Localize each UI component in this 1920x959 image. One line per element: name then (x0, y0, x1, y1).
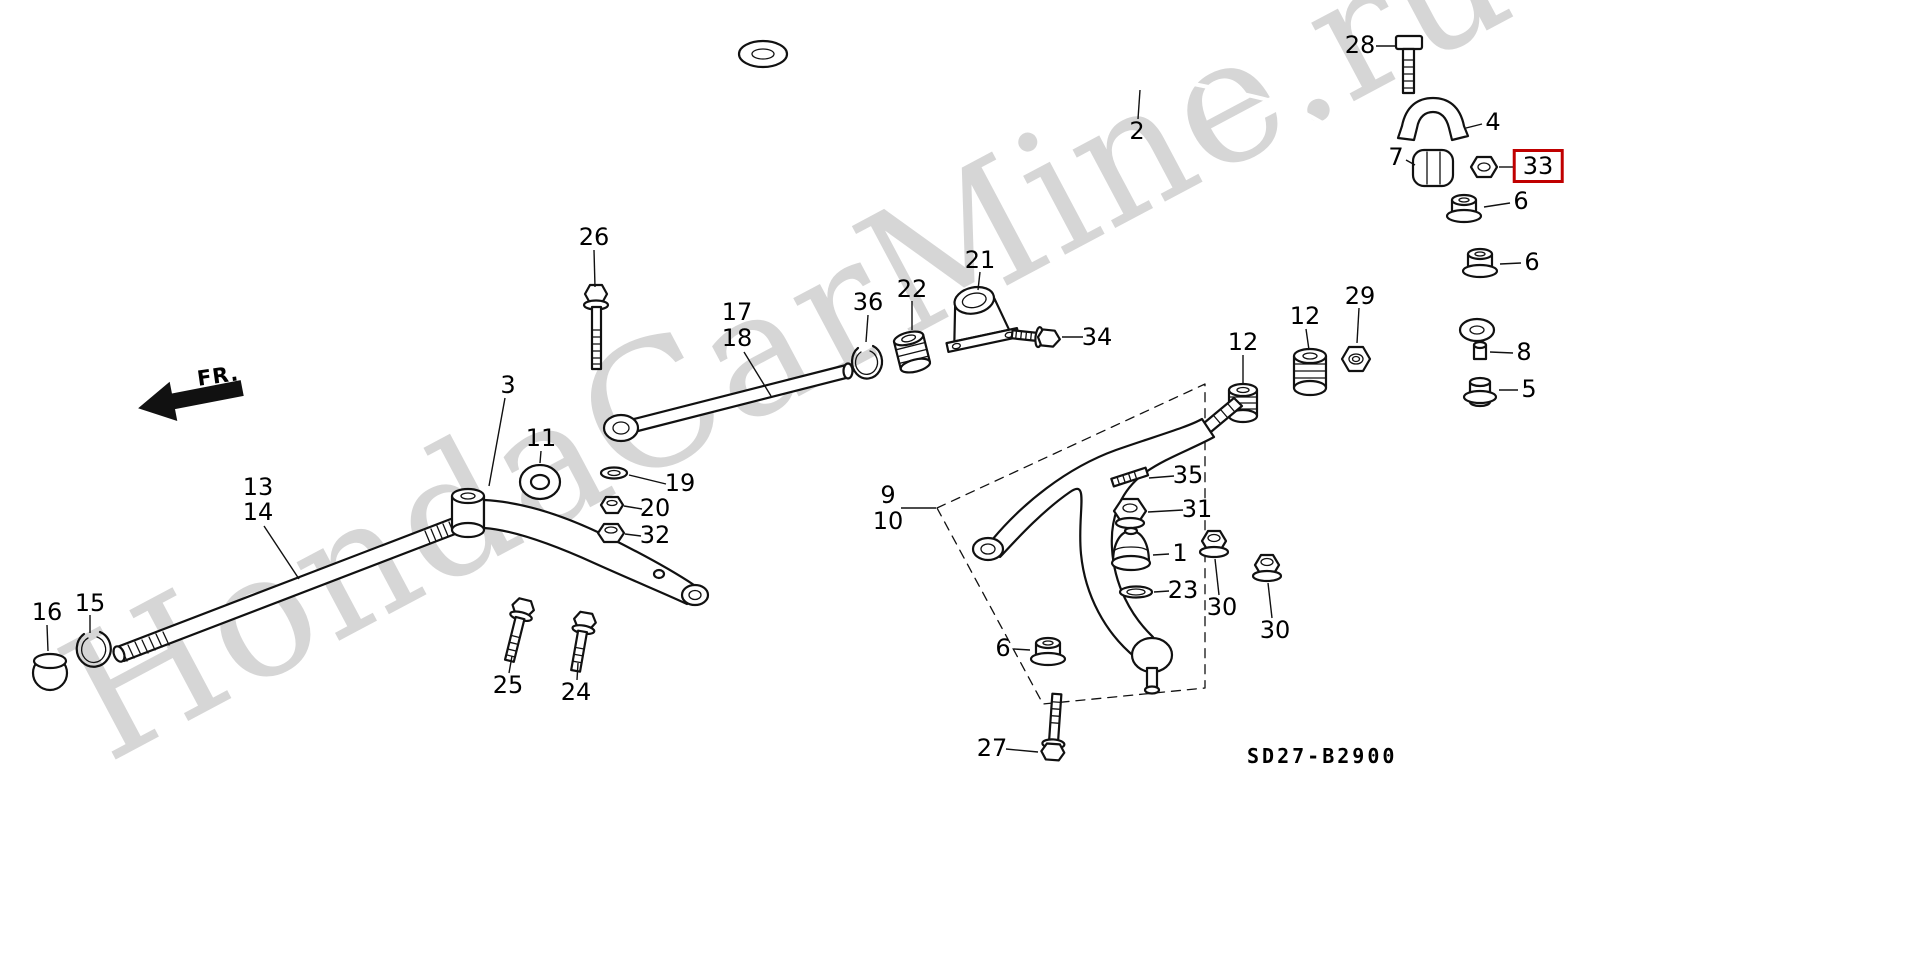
part-label-26[interactable]: 26 (578, 223, 610, 251)
part-label-36[interactable]: 36 (852, 288, 884, 316)
bushing-12-right-drawing (1292, 347, 1328, 397)
part-label-6[interactable]: 6 (1524, 248, 1540, 276)
snap-ring-15-drawing (75, 630, 112, 668)
part-label-22[interactable]: 22 (896, 275, 928, 303)
part-label-16[interactable]: 16 (31, 598, 63, 626)
part-label-28[interactable]: 28 (1344, 31, 1376, 59)
part-label-8[interactable]: 8 (1516, 338, 1532, 366)
bolt-34-drawing (1010, 326, 1061, 349)
part-label-24[interactable]: 24 (560, 678, 592, 706)
nut-31-drawing (1112, 497, 1148, 530)
bushing-5-drawing (1462, 376, 1498, 408)
ball-joint-boot-1-drawing (1110, 526, 1152, 572)
nut-20-drawing (599, 495, 625, 515)
part-label-11[interactable]: 11 (525, 424, 557, 452)
part-label-19[interactable]: 19 (664, 469, 696, 497)
bushing-6-upper-drawing (1445, 193, 1483, 224)
part-label-4[interactable]: 4 (1485, 108, 1501, 136)
washer-19-drawing (599, 466, 629, 480)
part-label-27[interactable]: 27 (976, 734, 1008, 762)
part-label-23[interactable]: 23 (1167, 576, 1199, 604)
part-label-10[interactable]: 10 (872, 507, 904, 535)
fr-arrow (138, 380, 244, 421)
nut-30-right-drawing (1251, 553, 1283, 583)
bushing-6-lower-drawing (1029, 636, 1067, 667)
part-label-12[interactable]: 12 (1289, 302, 1321, 330)
part-label-21[interactable]: 21 (964, 246, 996, 274)
part-label-5[interactable]: 5 (1521, 375, 1537, 403)
part-label-1[interactable]: 1 (1172, 539, 1188, 567)
part-label-15[interactable]: 15 (74, 589, 106, 617)
stud-8-drawing (1472, 340, 1488, 361)
diagram-code: SD27-B2900 (1247, 744, 1398, 768)
nut-29-drawing (1340, 345, 1372, 373)
bushing-7-drawing (1411, 148, 1455, 188)
snap-ring-36-drawing (850, 344, 884, 380)
part-label-33[interactable]: 33 (1512, 149, 1564, 183)
bushing-11-drawing (518, 463, 562, 501)
bushing-6-middle-drawing (1461, 247, 1499, 279)
pin-35-drawing (1110, 466, 1150, 488)
bolt-28-drawing (1394, 34, 1424, 95)
part-label-17[interactable]: 17 (721, 298, 753, 326)
part-label-32[interactable]: 32 (639, 521, 671, 549)
lower-arm-3-drawing (450, 487, 710, 607)
ring-23-drawing (1118, 585, 1154, 599)
part-label-35[interactable]: 35 (1172, 461, 1204, 489)
part-label-31[interactable]: 31 (1181, 495, 1213, 523)
part-label-14[interactable]: 14 (242, 498, 274, 526)
clamp-bracket-4-drawing (1396, 96, 1470, 142)
bolt-27-drawing (1040, 692, 1066, 762)
part-label-7[interactable]: 7 (1388, 143, 1404, 171)
part-label-6[interactable]: 6 (1513, 187, 1529, 215)
part-label-29[interactable]: 29 (1344, 282, 1376, 310)
part-label-9[interactable]: 9 (880, 481, 896, 509)
leader-lines (46, 45, 1522, 753)
part-label-20[interactable]: 20 (639, 494, 671, 522)
part-label-13[interactable]: 13 (242, 473, 274, 501)
bolt-26-drawing (582, 283, 610, 371)
lower-arm-assembly-drawing (936, 383, 1244, 705)
part-label-18[interactable]: 18 (721, 324, 753, 352)
radius-rod-17-18-drawing (602, 362, 854, 443)
part-label-30[interactable]: 30 (1259, 616, 1291, 644)
part-label-2[interactable]: 2 (1129, 117, 1145, 145)
bolt-24-drawing (570, 610, 597, 673)
bolt-25-drawing (503, 597, 535, 663)
bushing-22-drawing (892, 330, 932, 374)
part-label-34[interactable]: 34 (1081, 323, 1113, 351)
nut-33-drawing (1469, 155, 1499, 179)
part-label-3[interactable]: 3 (500, 371, 516, 399)
part-label-12[interactable]: 12 (1227, 328, 1259, 356)
part-label-30[interactable]: 30 (1206, 593, 1238, 621)
part-label-6[interactable]: 6 (995, 634, 1011, 662)
cap-16-drawing (31, 652, 69, 692)
nut-32-drawing (596, 522, 626, 544)
part-label-25[interactable]: 25 (492, 671, 524, 699)
nut-30-left-drawing (1198, 529, 1230, 559)
